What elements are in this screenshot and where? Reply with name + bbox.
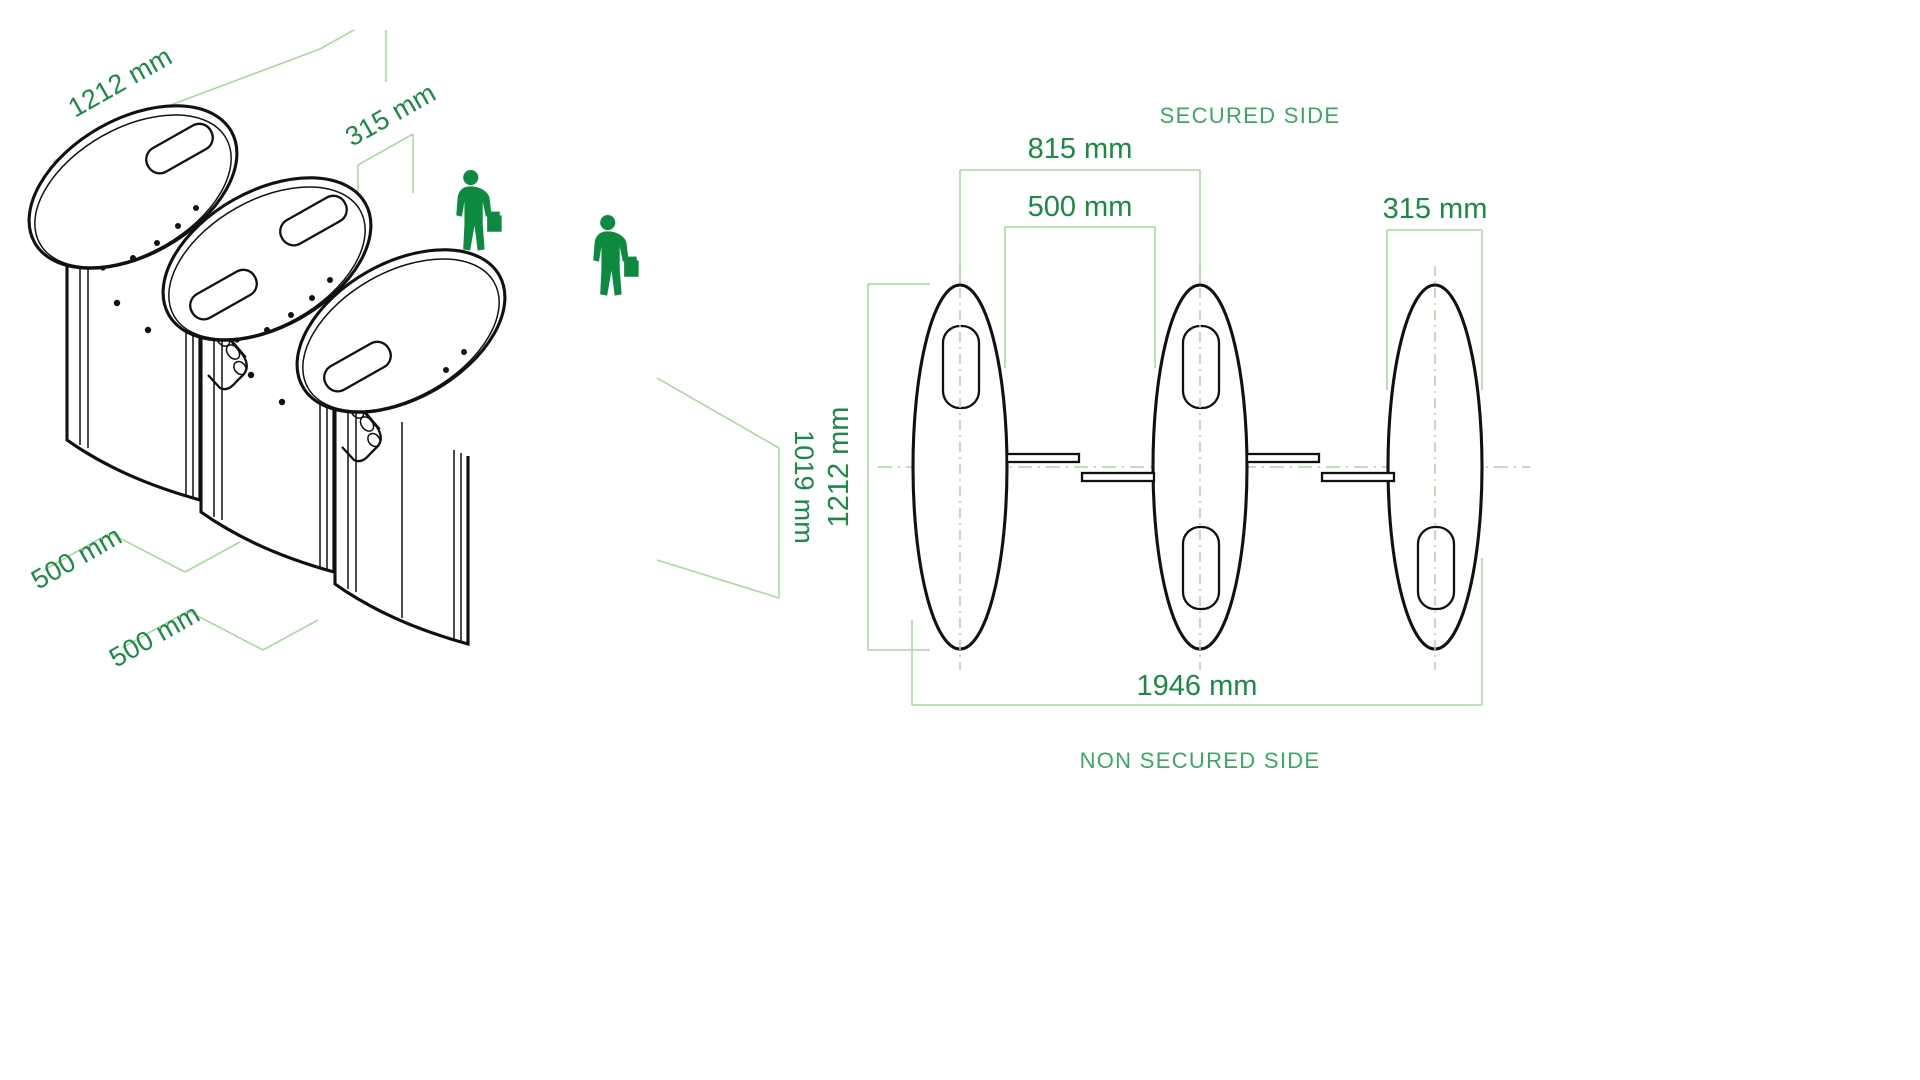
dimension-315-plan-label: 315 mm [1383, 193, 1488, 225]
pedestrian-icon-1 [456, 170, 502, 251]
dimension-815-plan-label: 815 mm [1028, 133, 1133, 165]
dimension-1019-iso-label: 1019 mm [789, 430, 819, 544]
dimension-315-plan: 315 mm [1383, 193, 1488, 390]
dimension-1946-plan: 1946 mm [911, 558, 1483, 706]
non-secured-side-label: NON SECURED SIDE [1080, 748, 1321, 773]
dimension-1212-plan-label: 1212 mm [823, 407, 855, 528]
pedestal-3 [295, 248, 507, 647]
dimension-1212-plan: 1212 mm [823, 283, 930, 651]
pedestrian-icon-2 [593, 215, 639, 296]
dimension-500-plan: 500 mm [1004, 191, 1156, 368]
dimension-500-iso-2-label: 500 mm [104, 598, 205, 673]
plan-view: SECURED SIDE 815 mm 500 mm 315 mm [823, 103, 1530, 773]
plan-pedestal-3 [1320, 266, 1484, 670]
secured-side-label: SECURED SIDE [1160, 103, 1341, 128]
dimension-315-iso-label: 315 mm [340, 77, 441, 152]
plan-pedestal-2 [1080, 266, 1321, 670]
plan-pedestal-1 [911, 266, 1081, 670]
dimension-500-iso-1-label: 500 mm [26, 520, 127, 595]
dimension-500-iso-1: 500 mm [26, 520, 241, 595]
dimension-1019-iso: 1019 mm [656, 377, 819, 599]
dimension-1946-plan-label: 1946 mm [1137, 670, 1258, 702]
isometric-view: 1212 mm 315 mm [26, 30, 819, 673]
dimension-500-iso-2: 500 mm [104, 598, 319, 673]
dimension-500-plan-label: 500 mm [1028, 191, 1133, 223]
dimension-815-plan: 815 mm [959, 133, 1201, 390]
pedestal-1 [27, 104, 248, 503]
